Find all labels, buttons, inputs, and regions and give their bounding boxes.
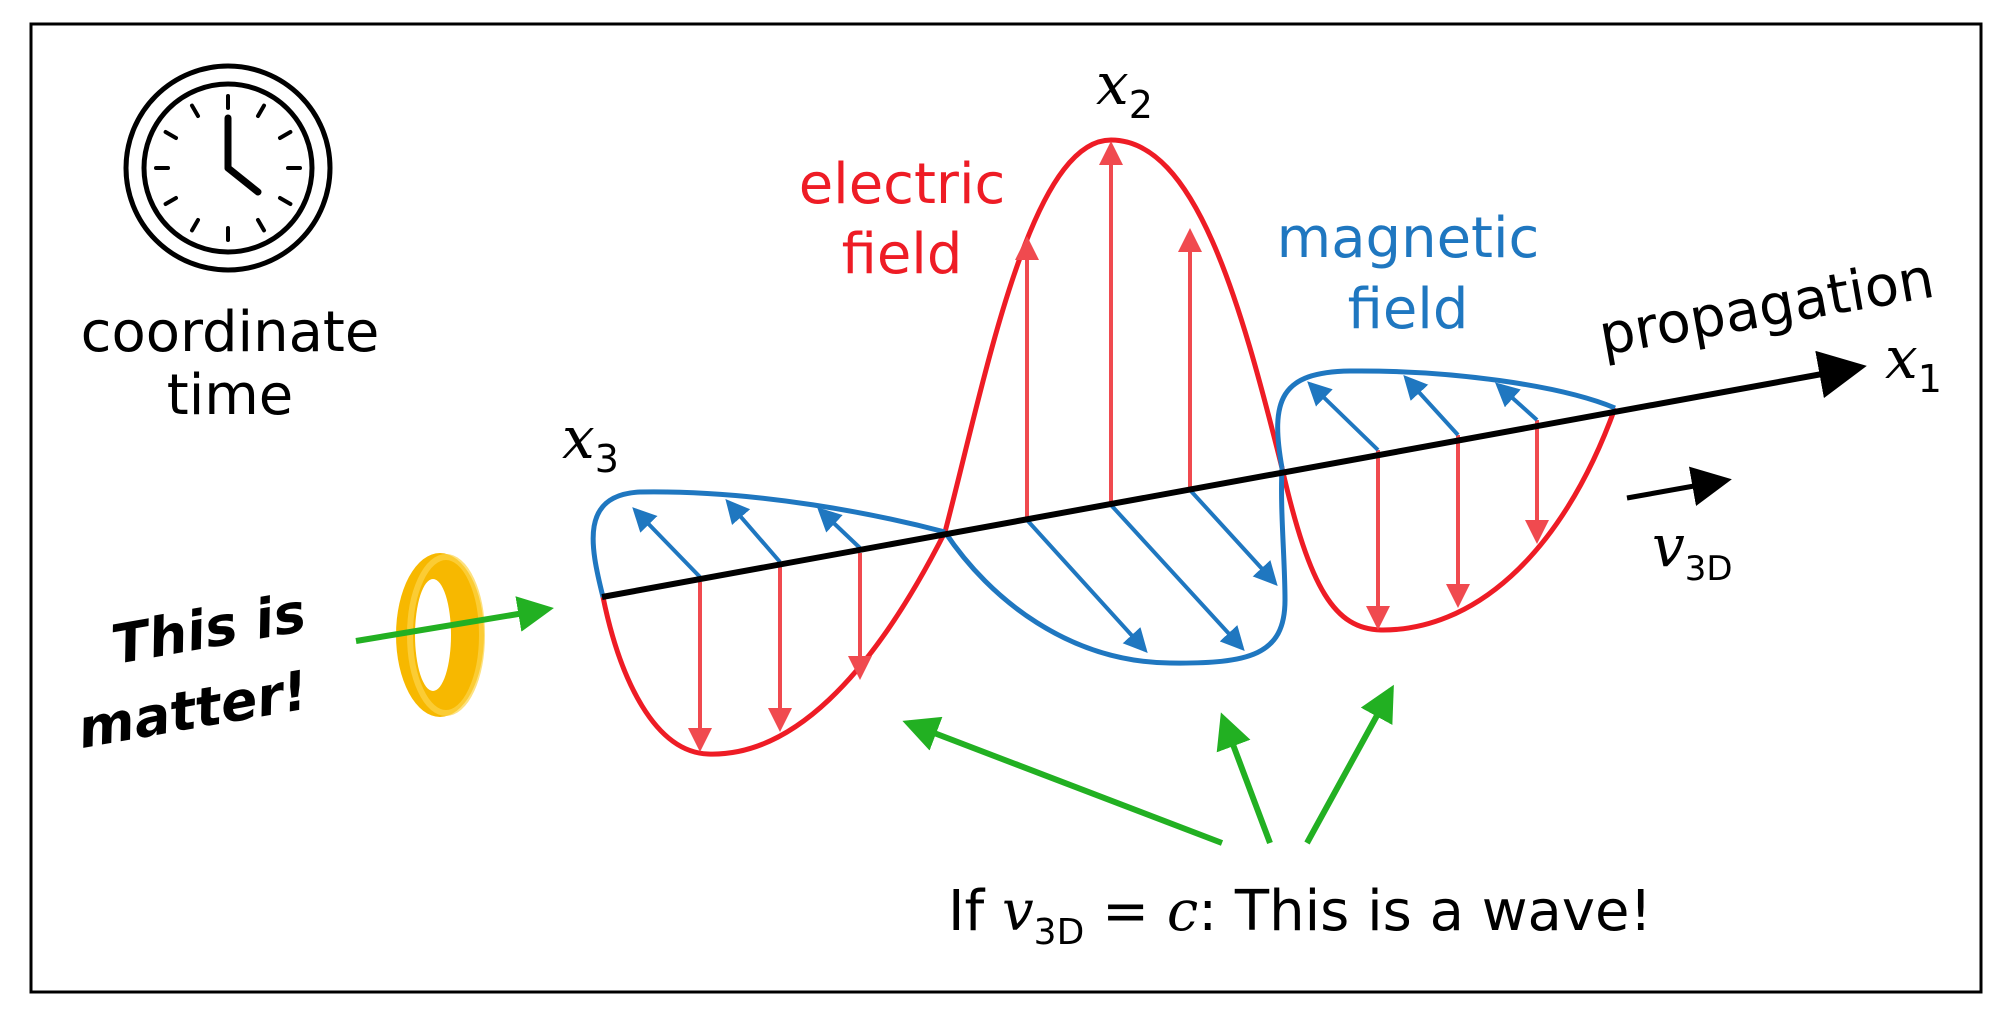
velocity-label: v3D (1652, 512, 1733, 589)
magnetic-field-label-line1: magnetic (1277, 206, 1540, 271)
diagram-frame (29, 22, 1983, 994)
matter-ring-icon (396, 553, 485, 717)
x2-axis-label: x2 (1096, 50, 1153, 127)
propagation-axis (601, 350, 1867, 600)
electric-field-wave (600, 137, 1618, 757)
wave-pointer-arrow (1216, 712, 1273, 845)
magnetic-vector (632, 507, 702, 579)
electric-field-label-line1: electric (799, 152, 1006, 217)
magnetic-field-wave (590, 368, 1616, 666)
wave-condition-label: If v3D = c: This is a wave! (948, 879, 1652, 953)
magnetic-vector (1495, 382, 1539, 422)
x1-axis-label: x1 (1885, 324, 1942, 401)
magnetic-field-vectors (632, 375, 1539, 653)
wave-pointer-arrows (902, 684, 1394, 846)
magnetic-vector (1109, 503, 1245, 651)
electric-field-label-line2: field (842, 222, 963, 287)
clock-label-line2: time (167, 363, 294, 428)
wave-pointer-arrow (1304, 684, 1394, 845)
magnetic-field-label-line2: field (1348, 277, 1469, 342)
magnetic-vector (1307, 381, 1380, 452)
magnetic-vector (1403, 375, 1460, 437)
magnetic-vector (725, 498, 782, 564)
wave-pointer-arrow (902, 716, 1224, 846)
magnetic-vector (1188, 488, 1278, 586)
magnetic-vector (1025, 518, 1148, 653)
velocity-arrow (1626, 466, 1732, 506)
matter-label-line2: matter! (73, 659, 313, 761)
clock-icon (123, 63, 333, 273)
magnetic-vector (817, 507, 862, 550)
x3-axis-label: x3 (562, 404, 619, 481)
matter-pointer-arrow (355, 596, 554, 644)
clock-label-line1: coordinate (81, 300, 380, 365)
electric-field-vectors (688, 141, 1549, 752)
